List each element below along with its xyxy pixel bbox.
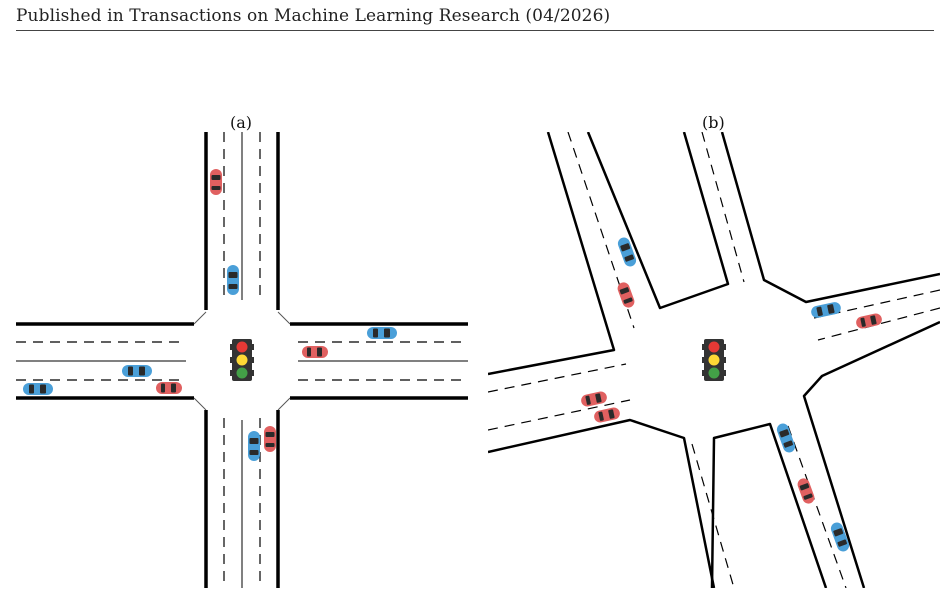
road-edges-a xyxy=(16,132,468,588)
road-edges-b xyxy=(488,132,940,588)
header-rule xyxy=(16,30,934,31)
center-dividers-a xyxy=(16,132,468,588)
panel-label-a: (a) xyxy=(230,113,253,132)
intersection-diagram-b xyxy=(488,132,940,588)
corner-chamfers-a xyxy=(193,311,291,411)
lane-lines-a xyxy=(16,132,468,588)
panel-label-b: (b) xyxy=(702,113,725,132)
intersection-diagram-a xyxy=(16,132,468,588)
running-header: Published in Transactions on Machine Lea… xyxy=(16,6,611,26)
